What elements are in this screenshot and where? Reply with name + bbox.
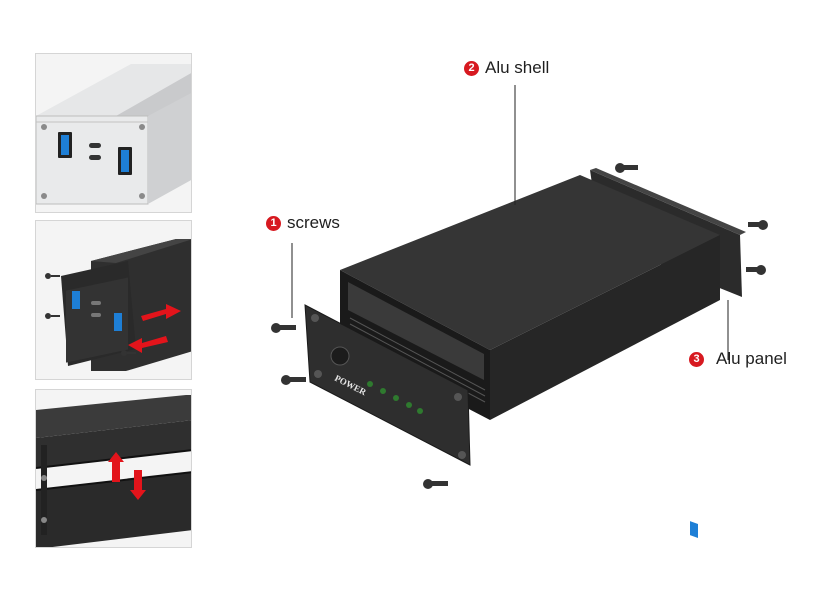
power-knob xyxy=(330,346,350,366)
insert-arrow-left xyxy=(128,336,168,353)
callout-label-shell: Alu shell xyxy=(485,58,550,77)
silver-enclosure-detail xyxy=(35,53,192,213)
panel-insertion-illustration xyxy=(36,221,191,379)
usb-a-port-left xyxy=(61,135,69,155)
panel-insertion-detail xyxy=(35,220,192,380)
callout-number-3: 3 xyxy=(689,351,704,367)
callout-screws: 1 screws xyxy=(266,213,340,233)
slide-arrow-down xyxy=(130,470,146,500)
front-alu-panel xyxy=(304,304,471,466)
screw-icons xyxy=(271,163,768,489)
callout-label-panel: Alu panel xyxy=(716,349,787,368)
silver-enclosure-illustration xyxy=(36,54,191,212)
slide-arrow-up xyxy=(108,452,124,482)
insert-arrow-right xyxy=(141,304,181,321)
callout-label-screws: screws xyxy=(287,213,340,232)
callout-panel: 3 Alu panel xyxy=(689,349,787,369)
usb-a-port-right xyxy=(121,150,129,172)
alu-shell xyxy=(340,175,720,350)
callout-shell: 2 Alu shell xyxy=(464,58,549,78)
shell-slide-illustration xyxy=(36,390,191,547)
callout-number-2: 2 xyxy=(464,60,479,76)
shell-slide-detail xyxy=(35,389,192,548)
callout-number-1: 1 xyxy=(266,215,281,231)
